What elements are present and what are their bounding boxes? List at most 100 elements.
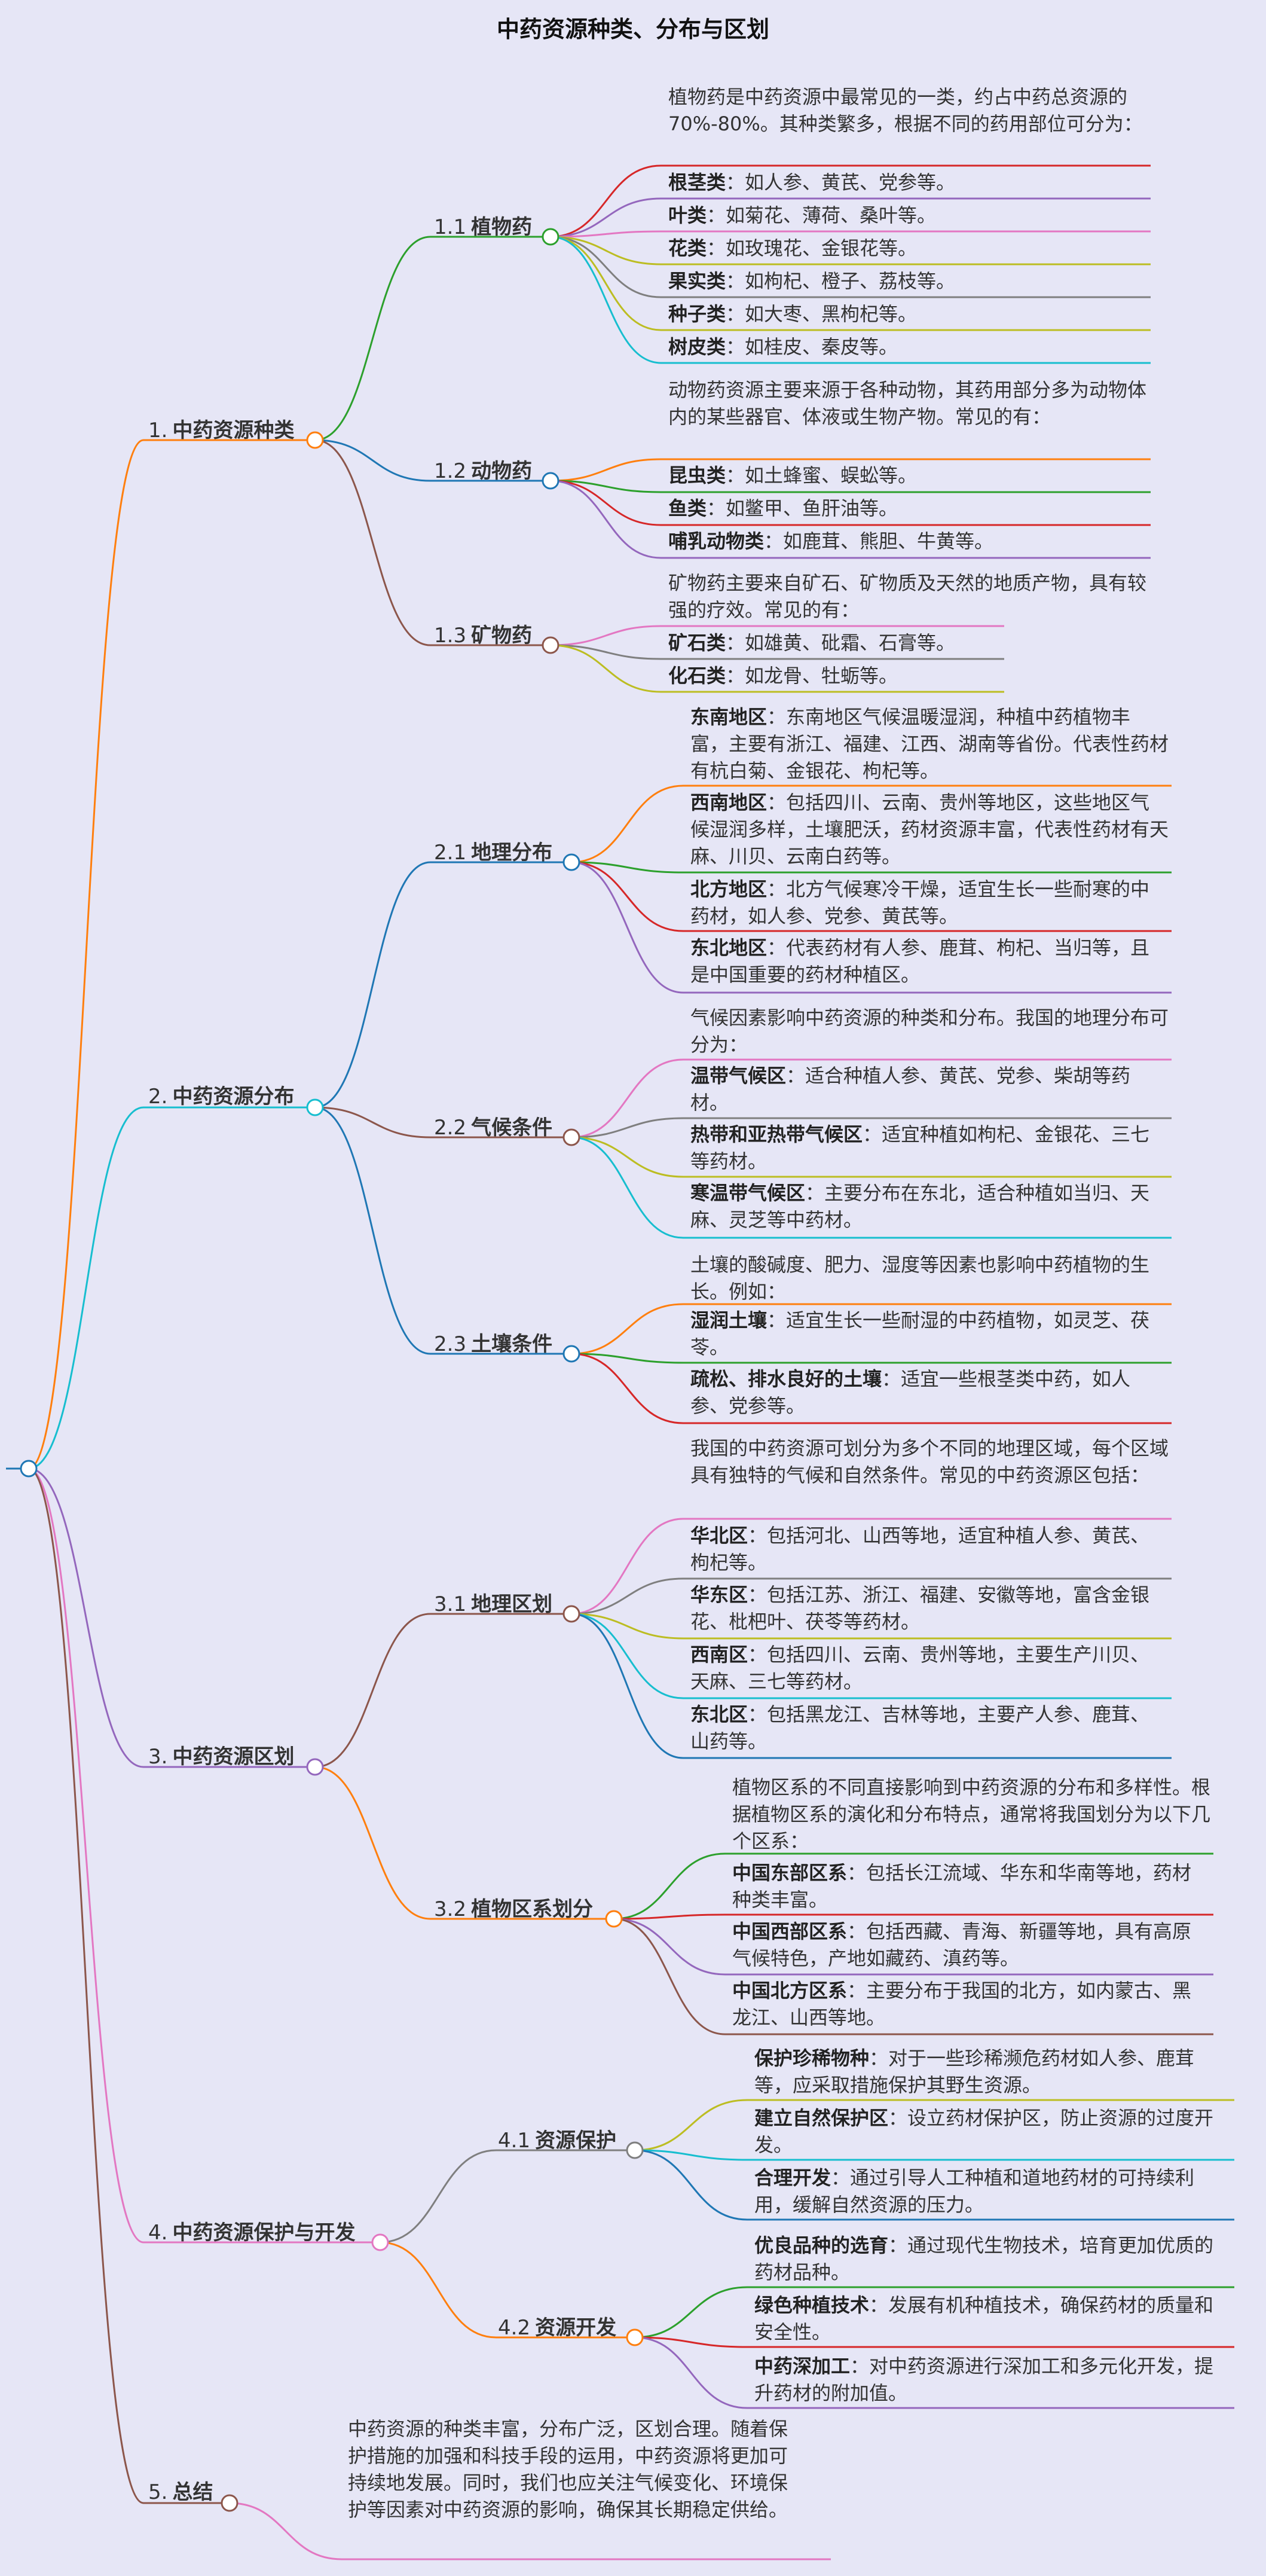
leaf-connector: [634, 2286, 748, 2339]
subtopic-number: 3.2: [434, 1897, 467, 1921]
branch-connector: [380, 2241, 497, 2339]
subtopic-number: 1.1: [434, 215, 467, 239]
leaf-text: ：适合种植人参、黄芪、党参、柴胡等药材。: [690, 1064, 1131, 1114]
leaf-connector: [550, 197, 662, 238]
leaf-southwest-china: 西南区：包括四川、云南、贵州等地，主要生产川贝、天麻、三七等药材。: [690, 1641, 1169, 1695]
branch-connector: [314, 236, 431, 441]
leaf-connector: [634, 2149, 748, 2221]
subtopic-node[interactable]: [626, 2328, 644, 2346]
leaf-term: 东北区: [690, 1703, 748, 1726]
topic-summary[interactable]: 5.总结: [148, 2476, 213, 2505]
leaf-term: 绿色种植技术: [754, 2294, 870, 2316]
topic-distribution[interactable]: 2.中药资源分布: [148, 1080, 294, 1109]
leaf-term: 花类: [668, 237, 707, 260]
leaf-connector: [571, 1353, 684, 1424]
topic-label: 中药资源种类: [172, 419, 295, 442]
subtopic-number: 2.1: [434, 841, 467, 865]
subtopic-node[interactable]: [542, 228, 559, 246]
leaf-text: ：如鳖甲、鱼肝油等。: [707, 497, 898, 520]
topic-node[interactable]: [306, 431, 324, 449]
leaf-connector: [571, 785, 684, 863]
flora-division-note: 植物区系的不同直接影响到中药资源的分布和多样性。根据植物区系的演化和分布特点，通…: [732, 1776, 1211, 1852]
leaf-leaf-type: 叶类：如菊花、薄荷、桑叶等。: [668, 202, 1146, 229]
branch-connector: [314, 1766, 431, 1920]
topic-zoning[interactable]: 3.中药资源区划: [148, 1740, 294, 1769]
branch-connector: [314, 439, 431, 482]
topic-protection-development[interactable]: 4.中药资源保护与开发: [148, 2216, 355, 2245]
topic-species[interactable]: 1.中药资源种类: [148, 414, 294, 443]
leaf-ore: 矿石类：如雄黄、砒霜、石膏等。: [668, 630, 1146, 657]
leaf-text: ：包括江苏、浙江、福建、安徽等地，富含金银花、枇杷叶、茯苓等药材。: [690, 1583, 1150, 1633]
leaf-connector: [571, 1136, 684, 1178]
subtopic-node[interactable]: [626, 2141, 644, 2159]
leaf-connector: [550, 625, 662, 646]
leaf-term: 叶类: [668, 204, 707, 227]
subtopic-label: 植物区系划分: [471, 1897, 594, 1921]
leaf-term: 温带气候区: [690, 1064, 787, 1087]
subtopic-label: 地理区划: [471, 1592, 553, 1616]
subtopic-label: 矿物药: [471, 624, 533, 648]
trunk-connector: [28, 439, 144, 1470]
topic-node[interactable]: [371, 2233, 389, 2251]
leaf-connector: [550, 236, 662, 331]
trunk-connector: [28, 1106, 144, 1470]
subtopic-node[interactable]: [562, 1605, 580, 1623]
branch-connector: [314, 861, 431, 1109]
leaf-term: 北方地区: [690, 878, 767, 901]
leaf-text: ：北方气候寒冷干燥，适宜生长一些耐寒的中药材，如人参、党参、黄芪等。: [690, 878, 1150, 927]
leaf-connector: [571, 1577, 684, 1615]
topic-node[interactable]: [306, 1758, 324, 1776]
topic-number: 4.: [148, 2221, 168, 2245]
leaf-loose-soil: 疏松、排水良好的土壤：适宜一些根茎类中药，如人参、党参等。: [690, 1366, 1169, 1420]
leaf-term: 寒温带气候区: [690, 1182, 806, 1204]
leaf-text: ：通过引导人工种植和道地药材的可持续利用，缓解自然资源的压力。: [754, 2166, 1195, 2216]
leaf-text: ：东南地区气候温暖湿润，种植中药植物丰富，主要有浙江、福建、江西、湖南等省份。代…: [690, 706, 1169, 782]
subtopic-node[interactable]: [542, 636, 559, 654]
subtopic-node[interactable]: [605, 1910, 623, 1928]
leaf-term: 热带和亚热带气候区: [690, 1123, 863, 1146]
leaf-connector: [550, 236, 662, 265]
leaf-term: 果实类: [668, 270, 726, 292]
leaf-text: ：适宜一些根茎类中药，如人参、党参等。: [690, 1368, 1131, 1417]
root-node[interactable]: [20, 1460, 38, 1478]
leaf-connector: [634, 2149, 748, 2161]
leaf-term: 建立自然保护区: [754, 2107, 889, 2129]
leaf-text: ：如玫瑰花、金银花等。: [707, 237, 918, 260]
leaf-connector: [550, 480, 662, 559]
topic-node[interactable]: [221, 2494, 238, 2512]
leaf-connector: [613, 1918, 726, 2035]
subtopic-number: 4.1: [498, 2129, 531, 2153]
leaf-north-china: 华北区：包括河北、山西等地，适宜种植人参、黄芪、枸杞等。: [690, 1522, 1169, 1576]
leaf-southeast: 东南地区：东南地区气候温暖湿润，种植中药植物丰富，主要有浙江、福建、江西、湖南等…: [690, 704, 1169, 785]
leaf-text: ：如鹿茸、熊胆、牛黄等。: [764, 530, 994, 553]
leaf-text: ：包括四川、云南、贵州等地区，这些地区气候湿润多样，土壤肥沃，药材资源丰富，代表…: [690, 791, 1169, 868]
leaf-connector: [550, 458, 662, 482]
leaf-deep-processing: 中药深加工：对中药资源进行深加工和多元化开发，提升药材的附加值。: [754, 2353, 1233, 2407]
leaf-connector: [571, 1613, 684, 1759]
subtopic-node[interactable]: [542, 472, 559, 490]
leaf-temperate: 温带气候区：适合种植人参、黄芪、党参、柴胡等药材。: [690, 1063, 1169, 1116]
leaf-term: 东南地区: [690, 706, 767, 728]
branch-connector: [380, 2149, 497, 2244]
leaf-connector: [550, 480, 662, 493]
subtopic-node[interactable]: [562, 1345, 580, 1363]
leaf-text: ：包括长江流域、华东和华南等地，药材种类丰富。: [732, 1861, 1192, 1911]
subtopic-node[interactable]: [562, 1128, 580, 1146]
topic-node[interactable]: [306, 1098, 324, 1116]
leaf-term: 东北地区: [690, 936, 767, 959]
leaf-protect-rare-species: 保护珍稀物种：对于一些珍稀濒危药材如人参、鹿茸等，应采取措施保护其野生资源。: [754, 2045, 1233, 2099]
leaf-term: 中药深加工: [754, 2355, 851, 2377]
topic-number: 5.: [148, 2480, 168, 2504]
subtopic-node[interactable]: [562, 853, 580, 871]
subtopic-number: 4.2: [498, 2316, 531, 2340]
